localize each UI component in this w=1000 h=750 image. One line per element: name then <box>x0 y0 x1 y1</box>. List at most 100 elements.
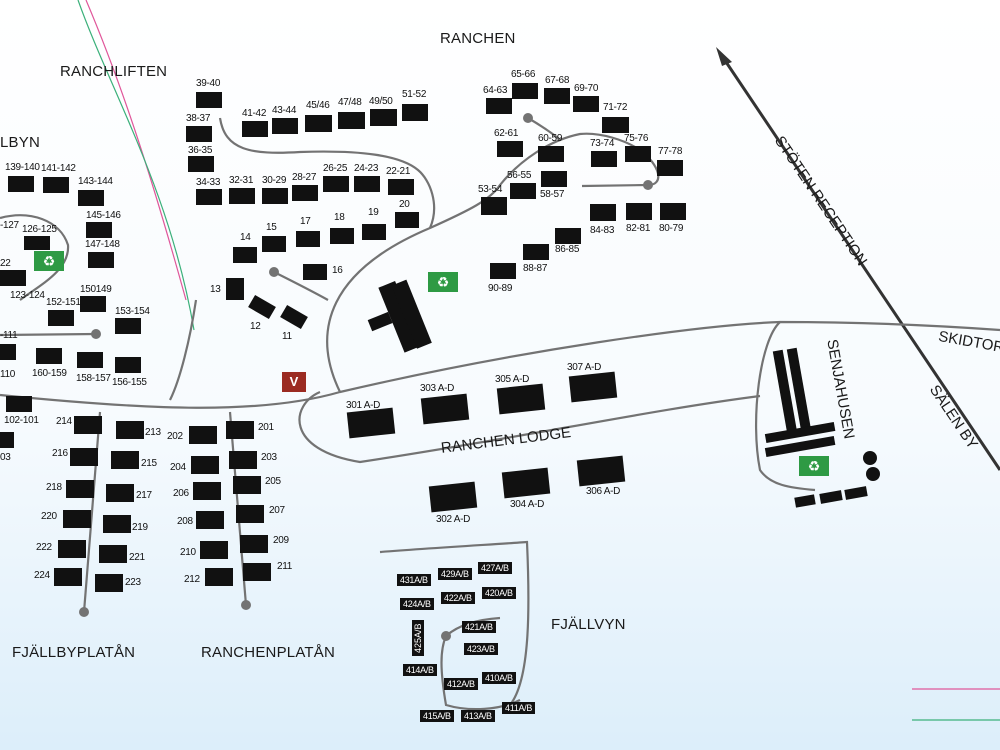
lodge-label: 302 A-D <box>436 514 471 525</box>
road-main <box>0 320 1000 409</box>
cabin-building <box>80 296 106 312</box>
cabin-label: 126-125 <box>22 224 57 235</box>
cabin-label: 24-23 <box>354 163 379 174</box>
cabin-label: 67-68 <box>545 75 570 86</box>
cabin-label: 58-57 <box>540 189 565 200</box>
lodge-building-303 <box>420 393 470 425</box>
cabin-label: 204 <box>170 462 186 473</box>
cabin-label: 212 <box>184 574 200 585</box>
lodge-label: 307 A-D <box>567 362 602 373</box>
cabin-building <box>338 112 365 129</box>
cabin-building <box>544 88 570 104</box>
cabin-building <box>486 98 512 114</box>
cabin-building <box>115 318 141 334</box>
road-fjallbyn <box>0 214 70 301</box>
cabin-building <box>0 344 16 360</box>
recycling-icon: ♻ <box>34 251 64 271</box>
cabin-building <box>262 188 288 204</box>
cabin-label: 152-151 <box>46 297 81 308</box>
area-ranchen: RANCHEN <box>440 30 516 47</box>
ranchen-main-building <box>391 279 432 349</box>
cabin-label: 56-55 <box>507 170 532 181</box>
tree-dot <box>863 451 877 465</box>
cabin-label: 53-54 <box>478 184 503 195</box>
cabin-building <box>236 505 264 523</box>
cabin-label: 28-27 <box>292 172 317 183</box>
cabin-label: 218 <box>46 482 62 493</box>
cabin-label: 20 <box>399 199 410 210</box>
cabin-building <box>660 203 686 220</box>
cabin-building <box>191 456 219 474</box>
road-west-descent <box>169 299 198 401</box>
cabin-building <box>196 189 222 205</box>
senjahusen-building <box>772 349 798 436</box>
cabin-building <box>193 482 221 500</box>
road-lodge-loop <box>298 390 761 464</box>
cabin-building <box>200 541 228 559</box>
cabin-building <box>272 118 298 134</box>
cabin-label: 30-29 <box>262 175 287 186</box>
cabin-label: 224 <box>34 570 50 581</box>
fjallvyn-unit-tag: 413A/B <box>461 710 495 722</box>
cabin-label: 41-42 <box>242 108 267 119</box>
junction-dot <box>441 631 451 641</box>
cabin-label: 43-44 <box>272 105 297 116</box>
cabin-building <box>296 231 320 247</box>
cabin-building <box>323 176 349 192</box>
cabin-building <box>395 212 419 228</box>
area-fjallvyn: FJÄLLVYN <box>551 616 626 633</box>
lodge-label: 301 A-D <box>346 400 381 411</box>
cabin-label: 214 <box>56 416 72 427</box>
fjallvyn-unit-tag: 427A/B <box>478 562 512 574</box>
fjallvyn-unit-tag: 420A/B <box>482 587 516 599</box>
cabin-label: 71-72 <box>603 102 628 113</box>
cabin-label: 86-85 <box>555 244 580 255</box>
cabin-building <box>116 421 144 439</box>
lodge-label: 304 A-D <box>510 499 545 510</box>
cabin-label: 205 <box>265 476 281 487</box>
cabin-building <box>541 171 567 187</box>
cabin-building <box>590 204 616 221</box>
cabin-label: 203 <box>261 452 277 463</box>
cabin-label: 158-157 <box>76 373 111 384</box>
cabin-building <box>233 476 261 494</box>
cabin-building <box>538 146 564 162</box>
cabin-building <box>229 451 257 469</box>
cabin-label: 222 <box>36 542 52 553</box>
cabin-label: 210 <box>180 547 196 558</box>
cabin-building <box>262 236 286 252</box>
cabin-label: 17 <box>300 216 311 227</box>
cabin-label: 36-35 <box>188 145 213 156</box>
cabin-building <box>555 228 581 244</box>
road-fjallbyn-spur <box>0 332 97 337</box>
road-to-stoten <box>720 55 1000 471</box>
cabin-building <box>66 480 94 498</box>
fjallvyn-unit-tag: 425A/B <box>412 620 424 656</box>
recycling-icon: ♻ <box>428 272 458 292</box>
cabin-building <box>0 432 14 448</box>
senjahusen-building <box>764 435 836 458</box>
cabin-building <box>370 109 397 126</box>
fjallvyn-unit-tag: 414A/B <box>403 664 437 676</box>
cabin-building <box>305 115 332 132</box>
cabin-label: 143-144 <box>78 176 113 187</box>
lift-line-pink <box>85 0 187 301</box>
cabin-label: 80-79 <box>659 223 684 234</box>
cabin-building <box>292 185 318 201</box>
cabin-label: 217 <box>136 490 152 501</box>
arrow-up-icon <box>716 47 732 66</box>
junction-dot <box>79 607 89 617</box>
cabin-label: 88-87 <box>523 263 548 274</box>
cabin-building <box>512 83 538 99</box>
cabin-label: 19 <box>368 207 379 218</box>
cabin-building <box>510 183 536 199</box>
cabin-label: 215 <box>141 458 157 469</box>
cabin-building <box>226 278 244 300</box>
junction-dot <box>91 329 101 339</box>
cabin-building <box>99 545 127 563</box>
cabin-label: 160-159 <box>32 368 67 379</box>
cabin-label: 216 <box>52 448 68 459</box>
cabin-label: 64-63 <box>483 85 508 96</box>
cabin-label: 75-76 <box>624 133 649 144</box>
senjahusen-building <box>844 486 868 500</box>
